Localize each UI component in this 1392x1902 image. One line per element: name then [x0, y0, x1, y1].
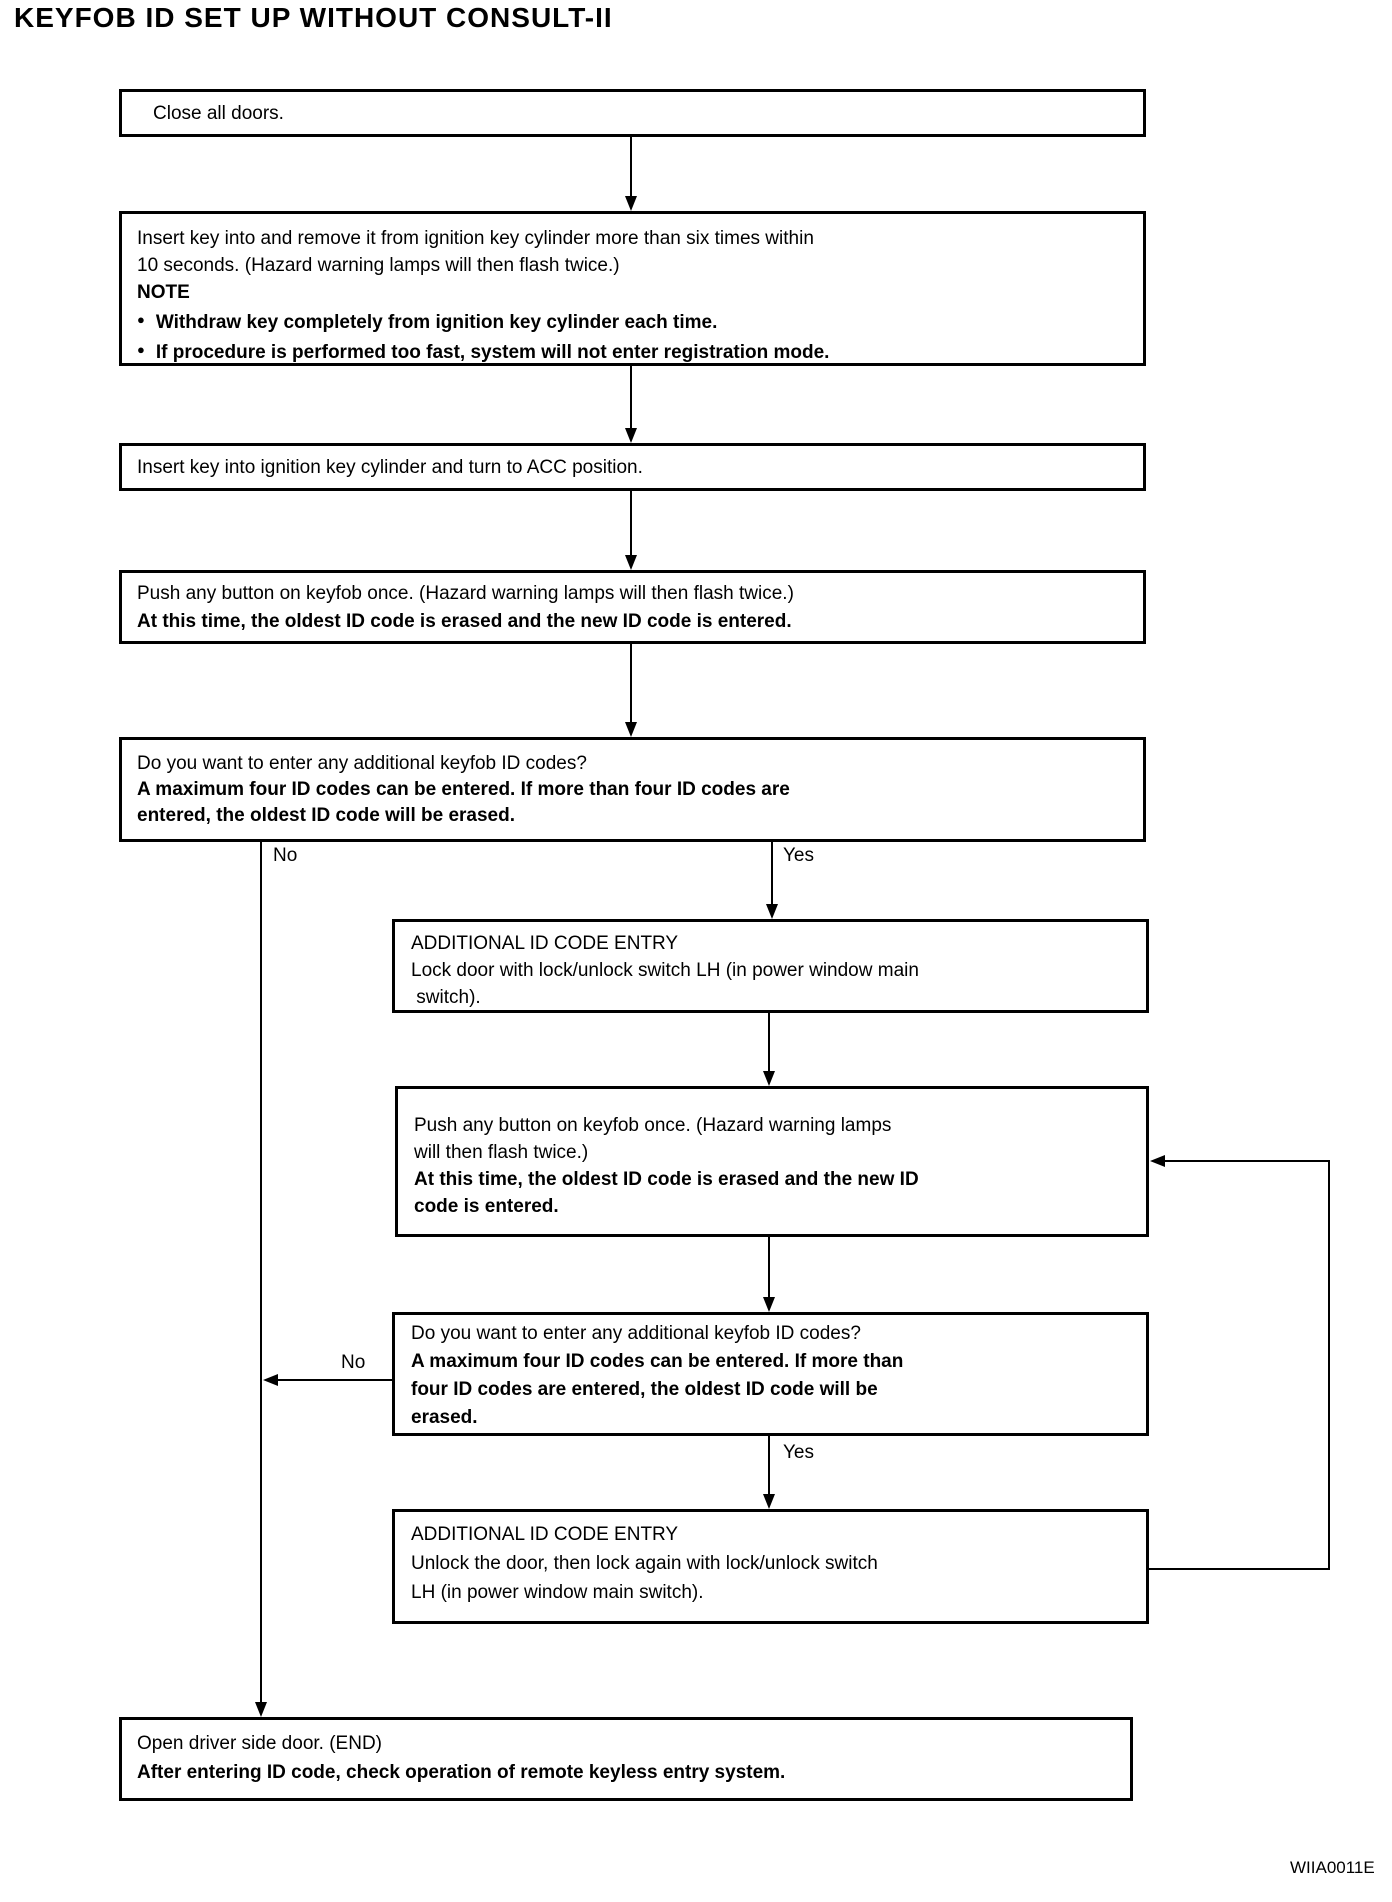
step-close-doors: Close all doors.: [119, 89, 1146, 137]
connector-no-second: [276, 1379, 392, 1381]
arrowhead-2: [625, 428, 637, 443]
decision-second-line4: erased.: [411, 1407, 478, 1428]
push-button-second-line3: At this time, the oldest ID code is eras…: [414, 1169, 919, 1190]
decision-second-line3: four ID codes are entered, the oldest ID…: [411, 1379, 878, 1400]
push-button-second-line1: Push any button on keyfob once. (Hazard …: [414, 1115, 892, 1136]
decision-additional-codes-second: Do you want to enter any additional keyf…: [392, 1312, 1149, 1436]
step-close-doors-text: Close all doors.: [153, 103, 284, 124]
step-key-cycle-line2: 10 seconds. (Hazard warning lamps will t…: [137, 255, 620, 276]
arrowhead-4: [625, 722, 637, 737]
connector-5: [768, 1013, 770, 1072]
connector-loop-bottom: [1149, 1568, 1330, 1570]
step-key-cycle-line1: Insert key into and remove it from ignit…: [137, 228, 814, 249]
connector-yes-second: [768, 1436, 770, 1495]
arrowhead-yes-first: [766, 904, 778, 919]
branch-label-no-first: No: [273, 845, 298, 866]
open-door-end-line1: Open driver side door. (END): [137, 1733, 382, 1754]
step-open-door-end: Open driver side door. (END) After enter…: [119, 1717, 1133, 1801]
step-push-button-first: Push any button on keyfob once. (Hazard …: [119, 570, 1146, 644]
bullet-icon: ●: [137, 312, 145, 327]
connector-3: [630, 491, 632, 556]
note-item-2: ●If procedure is performed too fast, sys…: [137, 336, 1133, 366]
decision-additional-codes-first: Do you want to enter any additional keyf…: [119, 737, 1146, 842]
step-additional-entry-lock: ADDITIONAL ID CODE ENTRY Lock door with …: [392, 919, 1149, 1013]
connector-no-branch: [260, 842, 262, 1703]
step-push-button-first-line1: Push any button on keyfob once. (Hazard …: [137, 583, 794, 604]
step-key-cycle: Insert key into and remove it from ignit…: [119, 211, 1146, 366]
step-acc-position-text: Insert key into ignition key cylinder an…: [137, 457, 643, 478]
branch-label-yes-first: Yes: [783, 845, 814, 866]
open-door-end-line2: After entering ID code, check operation …: [137, 1762, 786, 1783]
connector-6: [768, 1237, 770, 1298]
branch-label-yes-second: Yes: [783, 1442, 814, 1463]
decision-first-line3: entered, the oldest ID code will be eras…: [137, 805, 515, 826]
additional-entry-lock-line3: switch).: [411, 987, 481, 1008]
decision-first-line2: A maximum four ID codes can be entered. …: [137, 779, 790, 800]
additional-entry-unlock-line3: LH (in power window main switch).: [411, 1582, 704, 1603]
step-acc-position: Insert key into ignition key cylinder an…: [119, 443, 1146, 491]
push-button-second-line2: will then flash twice.): [414, 1142, 589, 1163]
additional-entry-lock-title: ADDITIONAL ID CODE ENTRY: [411, 933, 679, 954]
note-item-1: ●Withdraw key completely from ignition k…: [137, 306, 1133, 336]
arrowhead-yes-second: [763, 1494, 775, 1509]
decision-first-line1: Do you want to enter any additional keyf…: [137, 753, 587, 774]
arrowhead-no-branch: [255, 1702, 267, 1717]
decision-second-line2: A maximum four ID codes can be entered. …: [411, 1351, 904, 1372]
arrowhead-no-second: [263, 1374, 278, 1386]
step-push-button-second: Push any button on keyfob once. (Hazard …: [395, 1086, 1149, 1237]
figure-code: WIIA0011E: [1290, 1858, 1375, 1877]
push-button-second-line4: code is entered.: [414, 1196, 559, 1217]
decision-second-line1: Do you want to enter any additional keyf…: [411, 1323, 861, 1344]
additional-entry-unlock-title: ADDITIONAL ID CODE ENTRY: [411, 1524, 679, 1545]
step-push-button-first-line2: At this time, the oldest ID code is eras…: [137, 611, 792, 632]
connector-loop-top: [1164, 1160, 1328, 1162]
arrowhead-3: [625, 555, 637, 570]
connector-2: [630, 366, 632, 429]
page-title: KEYFOB ID SET UP WITHOUT CONSULT-II: [14, 2, 613, 33]
arrowhead-loop: [1150, 1155, 1165, 1167]
additional-entry-lock-line2: Lock door with lock/unlock switch LH (in…: [411, 960, 919, 981]
branch-label-no-second: No: [341, 1352, 366, 1373]
step-additional-entry-unlock: ADDITIONAL ID CODE ENTRY Unlock the door…: [392, 1509, 1149, 1624]
connector-4: [630, 644, 632, 723]
arrowhead-5: [763, 1071, 775, 1086]
note-label: NOTE: [137, 282, 190, 303]
connector-yes-first: [771, 842, 773, 905]
connector-1: [630, 137, 632, 197]
bullet-icon: ●: [137, 342, 145, 357]
connector-loop-vertical: [1328, 1160, 1330, 1570]
arrowhead-1: [625, 196, 637, 211]
arrowhead-6: [763, 1297, 775, 1312]
additional-entry-unlock-line2: Unlock the door, then lock again with lo…: [411, 1553, 878, 1574]
